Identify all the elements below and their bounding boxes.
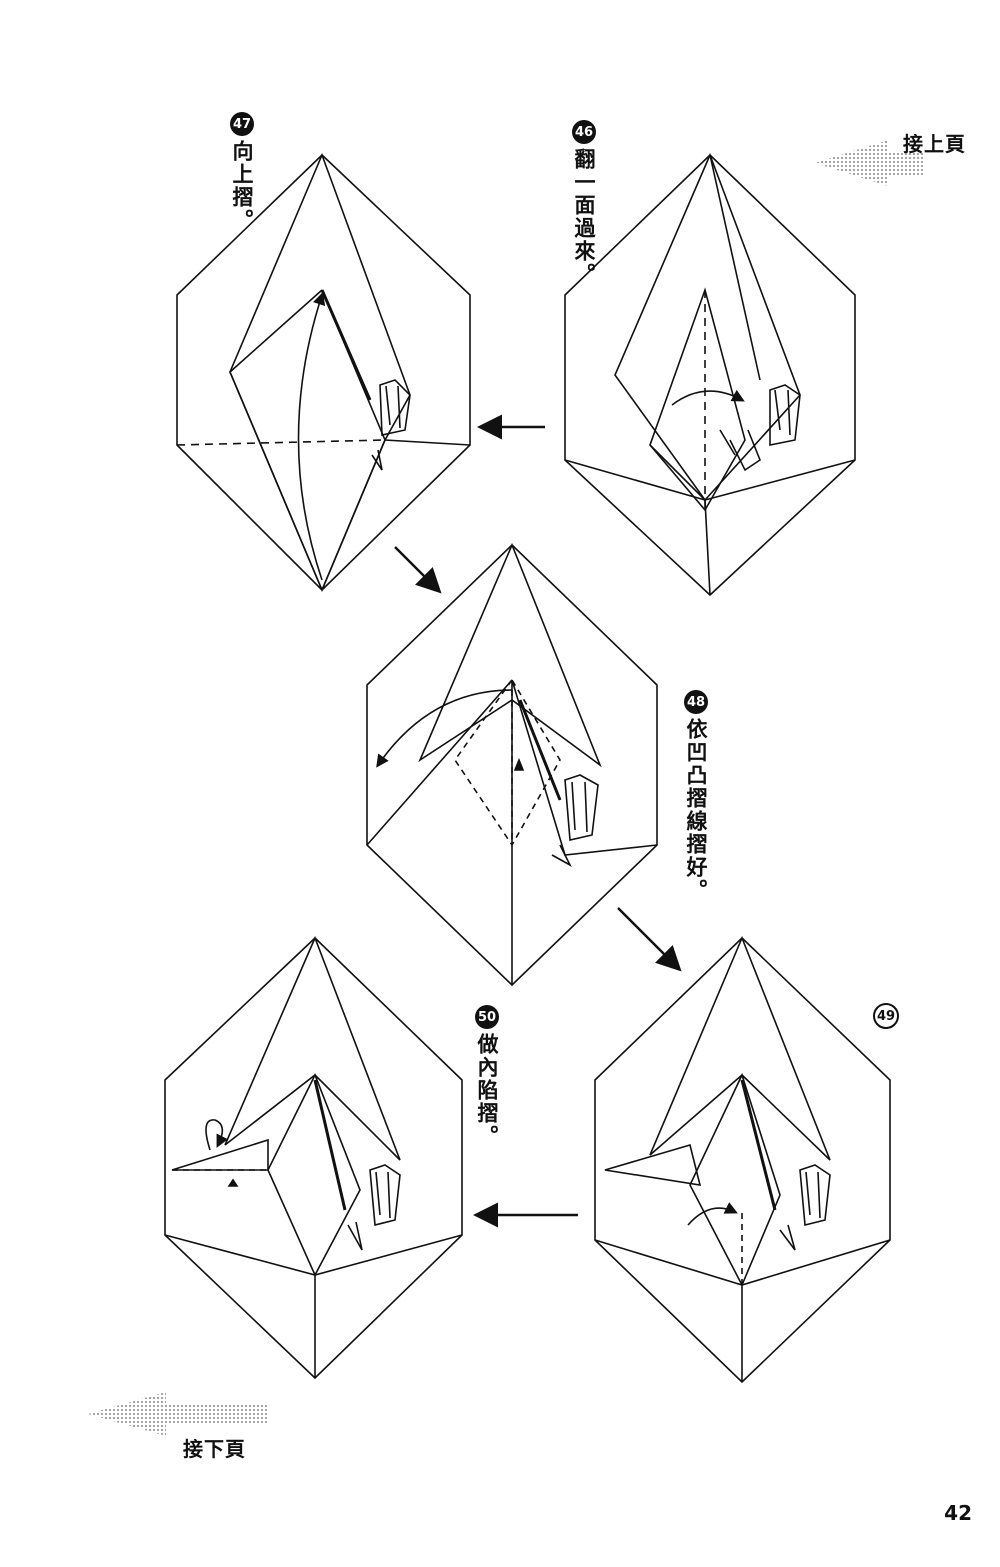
- step-47: 47 向上摺。: [230, 112, 254, 232]
- step-text-47: 向上摺。: [230, 140, 254, 232]
- step-50: 50 做內陷摺。: [475, 1005, 499, 1148]
- figure-47: [176, 152, 471, 593]
- prev-page-label: 接上頁: [903, 132, 966, 156]
- next-page-label: 接下頁: [183, 1437, 246, 1461]
- arrow-48-to-49: [617, 907, 682, 972]
- figure-49: [594, 935, 891, 1384]
- step-text-48: 依凹凸摺線摺好。: [684, 718, 708, 902]
- next-page-arrow: [88, 1392, 268, 1436]
- figure-46: [564, 152, 856, 597]
- flow-arrows: [394, 414, 682, 1228]
- step-text-50: 做內陷摺。: [475, 1033, 499, 1148]
- figure-50: [164, 935, 463, 1380]
- step-number-47: 47: [230, 112, 254, 136]
- step-48: 48 依凹凸摺線摺好。: [684, 690, 708, 902]
- figure-48: [366, 542, 658, 987]
- arrow-47-to-48: [394, 546, 442, 594]
- step-46: 46 翻一面過來。: [572, 120, 596, 286]
- step-text-46: 翻一面過來。: [572, 148, 596, 286]
- step-49: 49: [873, 1003, 899, 1033]
- page-number: 42: [944, 1501, 972, 1525]
- step-number-46: 46: [572, 120, 596, 144]
- step-number-49: 49: [873, 1003, 899, 1029]
- prev-page-arrow: [815, 140, 925, 186]
- step-number-48: 48: [684, 690, 708, 714]
- step-number-50: 50: [475, 1005, 499, 1029]
